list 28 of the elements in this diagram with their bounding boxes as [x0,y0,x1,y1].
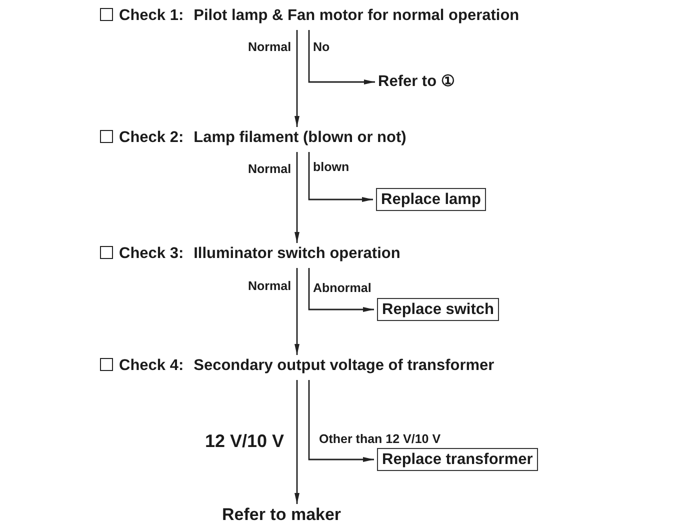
action-box: Replace lamp [376,188,486,211]
step-label: Check 4: [119,356,184,376]
arrow [294,152,300,243]
step-label: Check 2: [119,128,184,148]
step-label: Check 1: [119,6,184,26]
edge-label: Normal [247,40,292,54]
action-box: Replace transformer [377,448,538,471]
arrow [294,30,300,127]
edge-label: Other than 12 V/10 V [318,432,442,446]
arrow [308,380,374,462]
check-description: Lamp filament (blown or not) [194,129,406,146]
result-text: Refer to ① [378,72,455,92]
arrow [308,268,374,312]
step-label: Check 3: [119,244,184,264]
arrow [294,380,300,504]
arrow [308,30,375,84]
check-description: Illuminator switch operation [194,245,400,262]
action-box: Replace switch [377,298,499,321]
arrow [294,268,300,355]
arrow [308,152,373,202]
edge-label: Abnormal [312,281,372,295]
result-text: Refer to maker [222,505,342,525]
check-description: Pilot lamp & Fan motor for normal operation [194,7,520,24]
edge-label: No [312,40,331,54]
edge-label: Normal [247,162,292,176]
edge-label: Normal [247,279,292,293]
edge-label: blown [312,160,350,174]
check-description: Secondary output voltage of transformer [194,357,494,374]
